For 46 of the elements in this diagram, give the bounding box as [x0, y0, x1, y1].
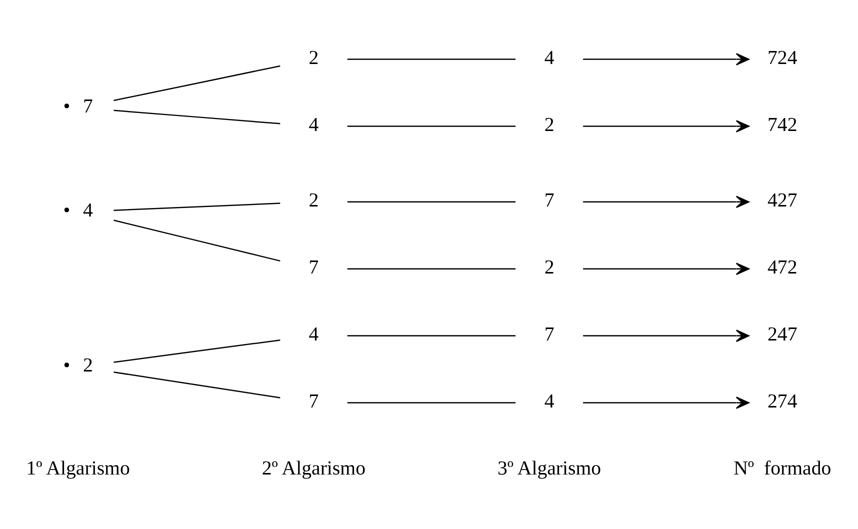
label: 1º Algarismo	[26, 457, 130, 480]
connector	[347, 402, 516, 404]
node-label: •	[63, 95, 70, 118]
node-text: 742	[768, 114, 798, 136]
connector	[114, 372, 280, 398]
node-text: 2	[308, 46, 319, 69]
node-text: 472	[768, 256, 798, 279]
arrow	[583, 330, 750, 342]
node-text: 2	[544, 114, 554, 136]
connector	[347, 126, 516, 127]
node-text: 2	[83, 354, 93, 377]
arrow	[583, 120, 750, 132]
node-text: 7	[544, 324, 554, 346]
connector	[347, 268, 516, 270]
node-text: 4	[308, 114, 319, 136]
node-text: 7	[308, 390, 319, 412]
node-text: 2	[544, 256, 554, 279]
connector	[347, 58, 516, 60]
connector	[114, 339, 280, 363]
node-text: 7	[544, 190, 554, 212]
connector	[347, 335, 516, 336]
arrow	[583, 196, 750, 208]
connector	[347, 201, 516, 202]
connector	[114, 65, 280, 102]
node-label: •	[63, 354, 70, 377]
node-text: 4	[308, 324, 319, 346]
node-text: 2	[308, 190, 319, 212]
node-text: 724	[768, 46, 798, 69]
arrow	[583, 262, 750, 276]
node-text: 274	[768, 390, 798, 412]
node-text: 427	[768, 190, 798, 212]
node-text: 7	[83, 95, 93, 118]
label: 2º Algarismo	[262, 457, 366, 480]
node-text: 7	[308, 256, 319, 279]
node-text: 4	[83, 200, 93, 222]
label: 3º Algarismo	[497, 457, 602, 480]
arrow	[583, 396, 750, 409]
node-text: 247	[768, 324, 798, 346]
arrow	[583, 53, 750, 66]
node-text: 4	[544, 46, 554, 69]
node-label: •	[63, 200, 70, 222]
label: Nº formado	[734, 457, 832, 480]
node-text: 4	[544, 390, 554, 412]
connector	[114, 202, 280, 211]
connector	[114, 110, 280, 124]
connector	[114, 220, 280, 262]
